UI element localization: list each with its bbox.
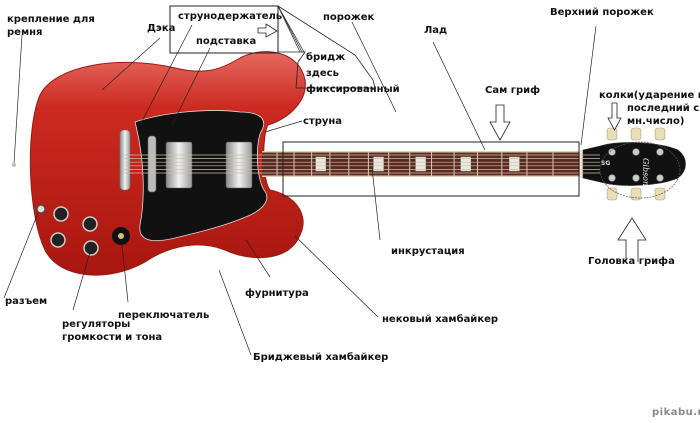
- bridge-callout-outline: [277, 5, 376, 89]
- label-jack: разъем: [5, 296, 48, 307]
- inlay: [460, 156, 472, 172]
- label-switch: переключатель: [118, 310, 210, 321]
- label-line: колки(ударение на: [599, 90, 700, 101]
- headstock-callout-ellipse: [599, 141, 681, 199]
- label-bridge-note: бридж здесь фиксированный: [306, 50, 400, 98]
- tuner-post: [656, 148, 664, 156]
- leader-lines: [3, 5, 597, 356]
- label-neck: Сам гриф: [485, 85, 541, 96]
- label-nut-area: порожек: [323, 12, 375, 23]
- inlay: [373, 156, 384, 172]
- volume-knob-2: [82, 216, 98, 232]
- label-controls: регуляторы громкости и тона: [62, 318, 162, 344]
- label-tuners: колки(ударение на последний слог мн.числ…: [599, 89, 700, 128]
- label-bridge-saddle: подставка: [196, 36, 257, 47]
- label-line: громкости и тона: [62, 332, 163, 343]
- inlay: [509, 156, 520, 172]
- label-bridge-humbucker: Бриджевый хамбайкер: [253, 352, 389, 363]
- label-string: струна: [303, 116, 343, 127]
- tone-knob-2: [83, 240, 99, 256]
- watermark: pikabu.ru: [652, 407, 700, 418]
- headstock-logo: Gibson: [641, 158, 650, 187]
- output-jack: [36, 204, 46, 214]
- tuner-button: [630, 127, 642, 141]
- right-arrow-icon: [257, 23, 278, 38]
- label-line: ремня: [7, 27, 43, 38]
- label-hardware: фурнитура: [245, 288, 309, 299]
- volume-knob-1: [53, 206, 69, 222]
- tuner-button: [630, 187, 642, 201]
- tuner-post: [632, 148, 640, 156]
- bridge: [147, 135, 157, 193]
- neck-callout-box: [282, 141, 580, 197]
- inlays: [315, 156, 520, 172]
- label-line: мн.число): [627, 116, 685, 127]
- tuner-post: [656, 174, 664, 182]
- nut: [580, 150, 583, 178]
- label-line: крепление для: [7, 14, 95, 25]
- tuner-post: [608, 148, 616, 156]
- tuner-button: [654, 127, 666, 141]
- label-neck-humbucker: нековый хамбайкер: [382, 314, 499, 325]
- bridge-pickup: [165, 141, 193, 189]
- tuner-button: [606, 127, 618, 141]
- label-top-nut: Верхний порожек: [550, 7, 654, 18]
- label-line: здесь: [306, 68, 339, 79]
- tailpiece: [119, 129, 131, 191]
- label-line: последний слог: [627, 103, 700, 114]
- label-line: фиксированный: [306, 84, 400, 95]
- down-arrow-icon: [489, 104, 511, 141]
- strings: [124, 154, 600, 174]
- tone-knob-1: [50, 232, 66, 248]
- label-inlay: инкрустация: [391, 246, 465, 257]
- label-strap-button: крепление для ремня: [7, 13, 95, 39]
- up-arrow-icon: [617, 217, 647, 262]
- truss-rod-cover: SG: [601, 160, 611, 167]
- tailpiece-callout-box: [169, 5, 279, 54]
- inlay: [315, 156, 326, 172]
- down-arrow-icon: [607, 102, 622, 131]
- label-line: регуляторы: [62, 319, 131, 330]
- tuner-button: [606, 187, 618, 201]
- tuners: [606, 127, 666, 201]
- tuner-post: [632, 174, 640, 182]
- neck-pickup: [225, 141, 253, 189]
- label-headstock: Головка грифа: [588, 256, 675, 267]
- inlay: [415, 156, 426, 172]
- label-tailpiece: струнодержатель: [178, 11, 283, 22]
- label-line: бридж: [306, 52, 346, 63]
- label-top: Дэка: [147, 23, 176, 34]
- tuner-post: [608, 174, 616, 182]
- label-fret: Лад: [424, 25, 448, 36]
- strap-button: [12, 163, 16, 167]
